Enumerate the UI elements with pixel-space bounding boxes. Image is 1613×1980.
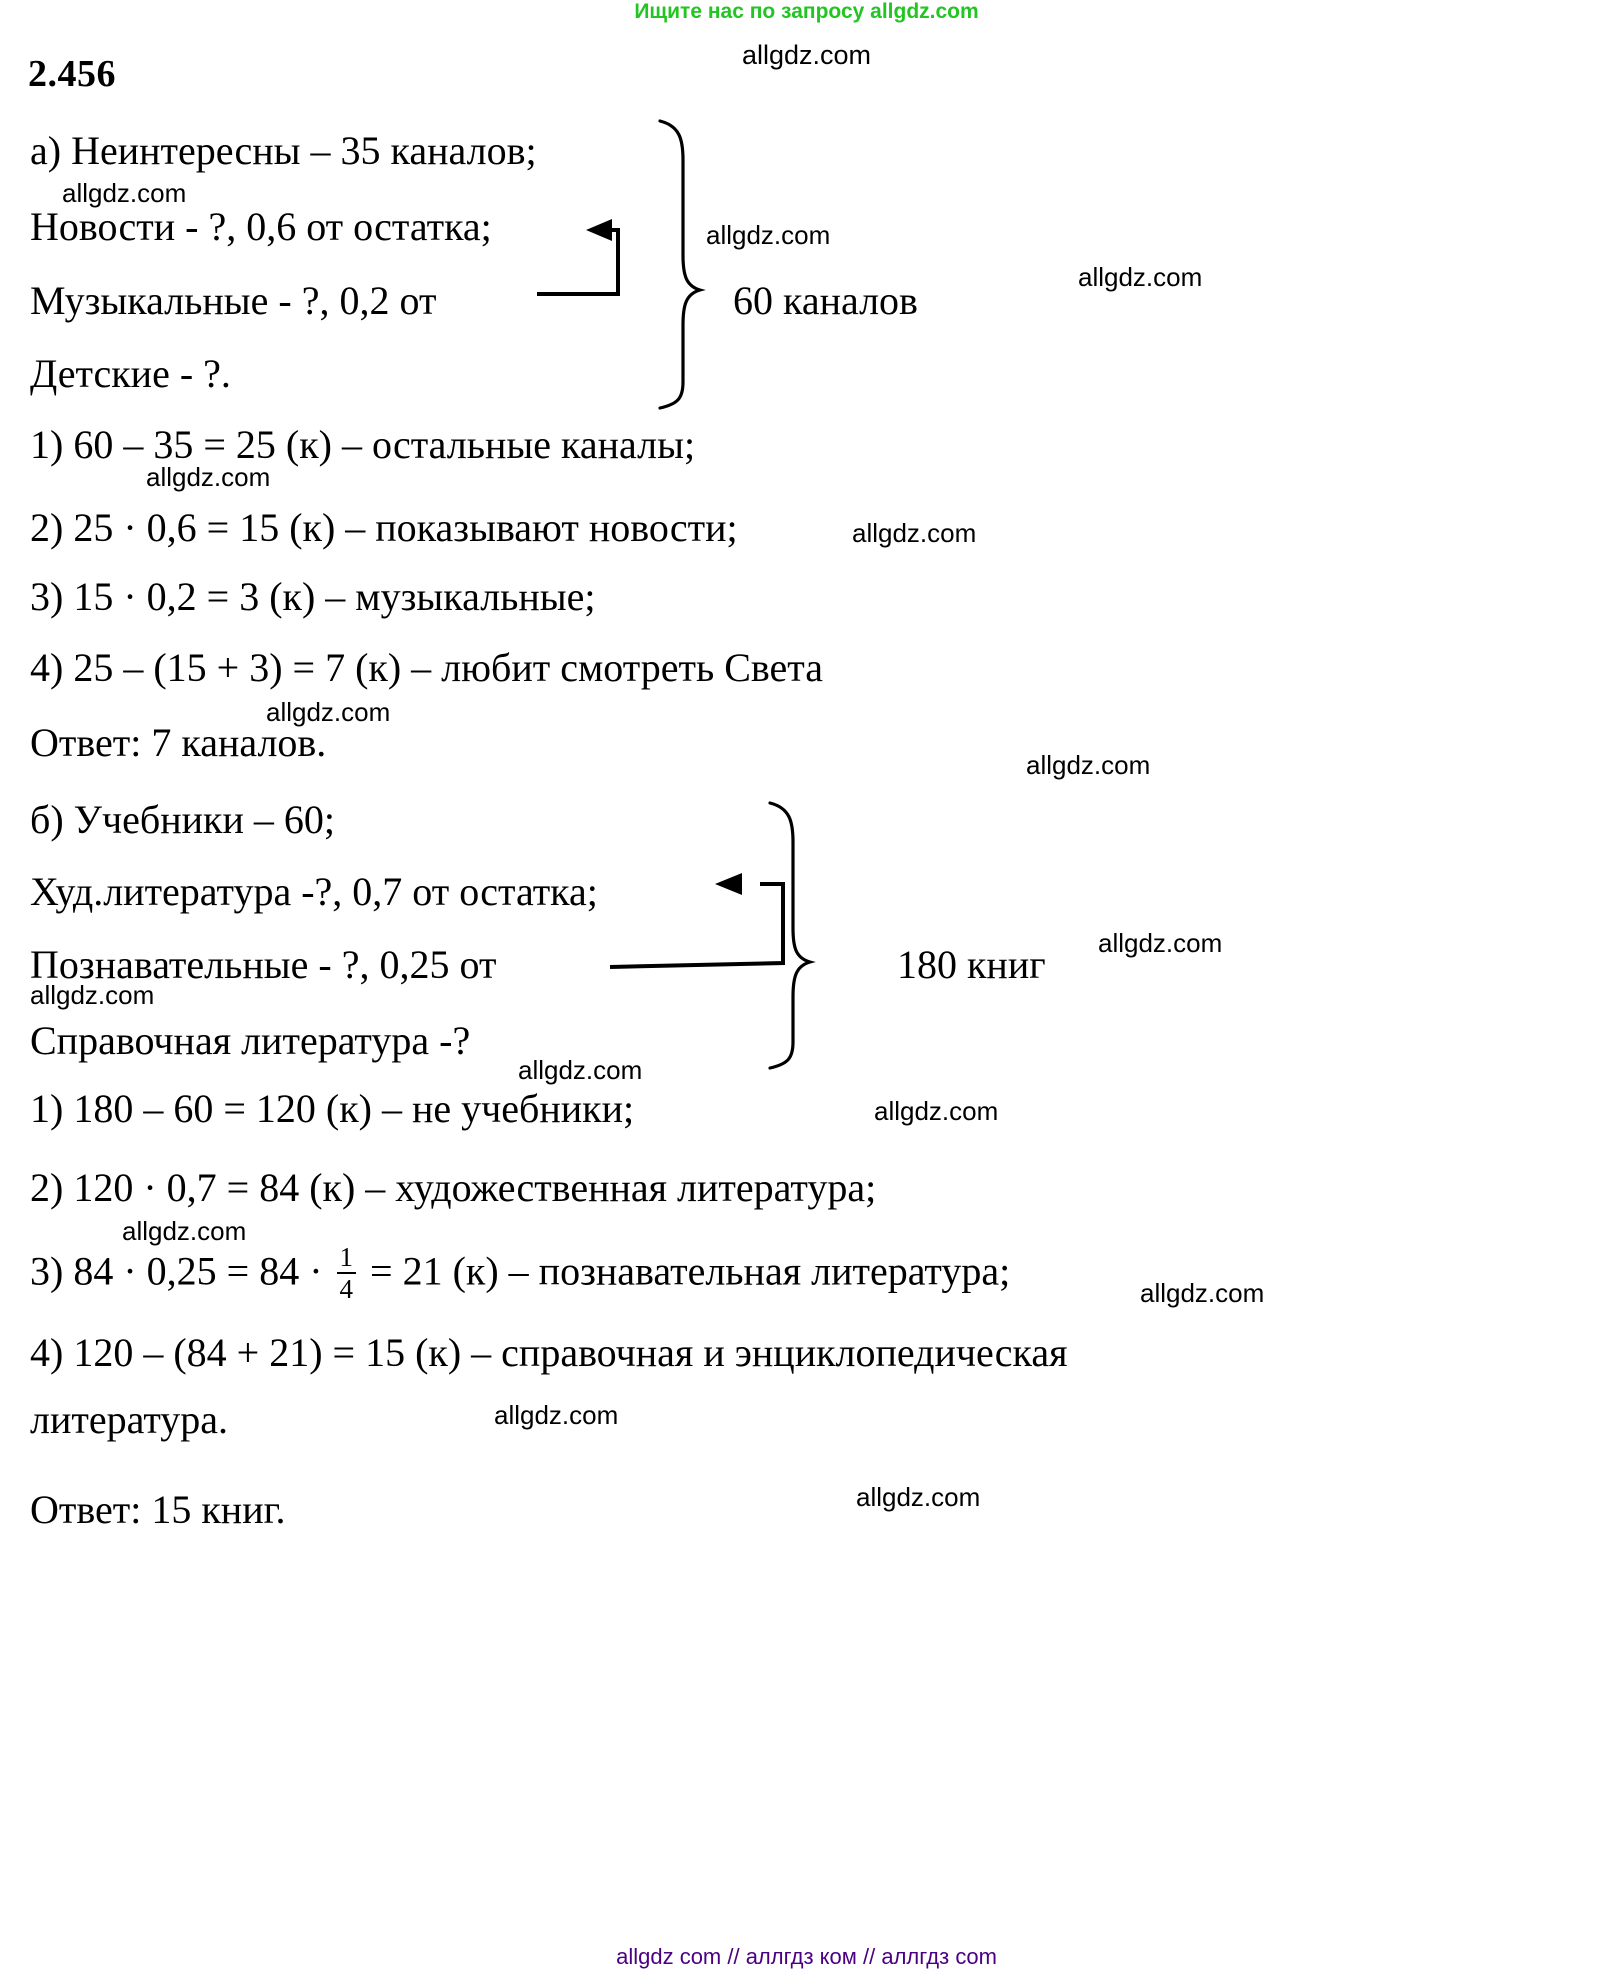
arrow-part-b-head (715, 873, 742, 895)
top-watermark: allgdz.com (741, 40, 872, 70)
watermark-10: allgdz.com (874, 1096, 999, 1126)
watermark-9: allgdz.com (518, 1055, 643, 1085)
solution-line-b4: 4) 120 – (84 + 21) = 15 (к) – справочная… (30, 1330, 1068, 1375)
condition-line-b4: Справочная литература -? (30, 1018, 471, 1063)
condition-line-a3: Музыкальные - ?, 0,2 от (30, 278, 437, 323)
solution-b3-suffix: = 21 (к) – познавательная литература; (360, 1248, 1011, 1294)
condition-line-a2: Новости - ?, 0,6 от остатка; (30, 204, 492, 249)
watermark-11: allgdz.com (122, 1216, 247, 1246)
solution-line-a2: 2) 25 · 0,6 = 15 (к) – показывают новост… (30, 505, 738, 550)
condition-line-b2: Худ.литература -?, 0,7 от остатка; (30, 869, 598, 914)
solution-b3-prefix: 3) 84 · 0,25 = 84 · (30, 1248, 333, 1294)
task-number: 2.456 (28, 53, 116, 95)
arrow-part-a-line (537, 228, 620, 296)
answer-line-a: Ответ: 7 каналов. (30, 720, 327, 765)
footer-links: allgdz com // аллгдз ком // аллгдз com (616, 1944, 997, 1969)
watermark-6: allgdz.com (1026, 750, 1151, 780)
fraction-bar (336, 1272, 357, 1275)
solution-line-a3: 3) 15 · 0,2 = 3 (к) – музыкальные; (30, 574, 596, 619)
fraction-denominator: 4 (339, 1274, 354, 1305)
watermark-3: allgdz.com (146, 462, 271, 492)
solution-line-b2: 2) 120 · 0,7 = 84 (к) – художественная л… (30, 1165, 877, 1210)
solution-line-a4: 4) 25 – (15 + 3) = 7 (к) – любит смотрет… (30, 645, 824, 690)
condition-line-b3: Познавательные - ?, 0,25 от (30, 942, 497, 987)
solution-line-b1: 1) 180 – 60 = 120 (к) – не учебники; (30, 1086, 635, 1131)
arrow-part-a-head (586, 219, 612, 241)
condition-line-a1: а) Неинтересны – 35 каналов; (30, 128, 537, 173)
solution-line-a1: 1) 60 – 35 = 25 (к) – остальные каналы; (30, 422, 696, 467)
answer-line-b: Ответ: 15 книг. (30, 1487, 286, 1532)
promo-header-text: Ищите нас по запросу allgdz.com (634, 0, 979, 23)
watermark-0: allgdz.com (62, 178, 187, 208)
fraction-numerator: 1 (339, 1242, 354, 1272)
watermark-14: allgdz.com (856, 1482, 981, 1512)
watermark-13: allgdz.com (494, 1400, 619, 1430)
brace-part-b (768, 801, 816, 1070)
watermark-1: allgdz.com (706, 220, 831, 250)
watermark-12: allgdz.com (1140, 1278, 1265, 1308)
watermark-5: allgdz.com (266, 697, 391, 727)
condition-line-b1: б) Учебники – 60; (30, 797, 335, 842)
condition-line-a4: Детские - ?. (30, 351, 231, 396)
brace-part-a (658, 119, 706, 410)
watermark-4: allgdz.com (852, 518, 977, 548)
brace-label-a: 60 каналов (733, 278, 918, 323)
arrow-part-b-line (609, 882, 785, 969)
solution-line-b4-cont: литература. (30, 1397, 229, 1442)
watermark-2: allgdz.com (1078, 262, 1203, 292)
watermark-7: allgdz.com (1098, 928, 1223, 958)
watermark-8: allgdz.com (30, 980, 155, 1010)
brace-label-b: 180 книг (897, 942, 1046, 987)
